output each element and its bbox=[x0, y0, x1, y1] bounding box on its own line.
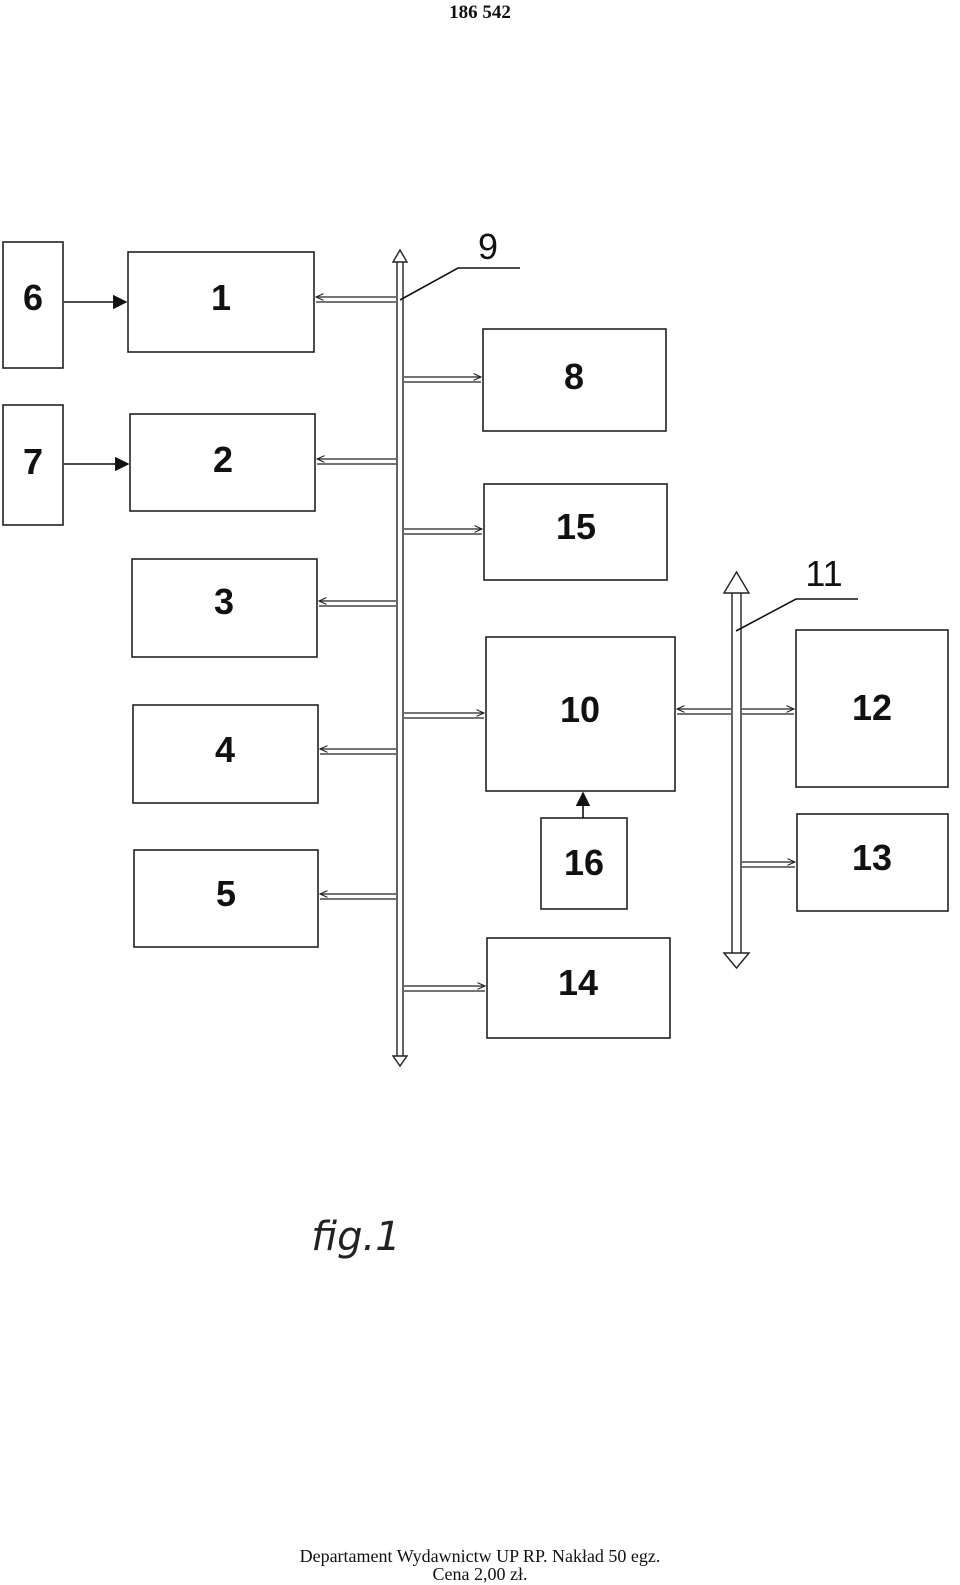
leader-11 bbox=[735, 598, 858, 632]
label-4: 4 bbox=[215, 729, 235, 770]
label-6: 6 bbox=[23, 277, 43, 318]
label-14: 14 bbox=[558, 962, 598, 1003]
box-3 bbox=[131, 558, 318, 658]
label-12: 12 bbox=[852, 687, 892, 728]
box-14 bbox=[486, 937, 671, 1039]
box-13 bbox=[796, 813, 949, 912]
box-7 bbox=[2, 404, 64, 526]
label-15: 15 bbox=[556, 506, 596, 547]
box-4 bbox=[132, 704, 319, 804]
label-5: 5 bbox=[216, 873, 236, 914]
label-13: 13 bbox=[852, 837, 892, 878]
box-16 bbox=[540, 817, 628, 910]
box-15 bbox=[483, 483, 668, 581]
label-8: 8 bbox=[564, 356, 584, 397]
box-6 bbox=[2, 241, 64, 369]
label-2: 2 bbox=[213, 439, 233, 480]
bus-11 bbox=[722, 570, 751, 970]
figure-caption: fig.1 bbox=[311, 1214, 400, 1260]
leader-9 bbox=[399, 267, 520, 301]
page-number: 186 542 bbox=[449, 2, 511, 23]
footer-publisher: Departament Wydawnictw UP RP. Nakład 50 … bbox=[299, 1546, 661, 1566]
label-16: 16 bbox=[564, 842, 604, 883]
box-2 bbox=[129, 413, 316, 512]
footer-price: Cena 2,00 zł. bbox=[432, 1564, 528, 1584]
label-bus-9: 9 bbox=[478, 226, 498, 267]
label-1: 1 bbox=[211, 277, 231, 318]
box-1 bbox=[127, 251, 315, 353]
box-5 bbox=[133, 849, 319, 948]
bus-9 bbox=[391, 248, 409, 1068]
label-10: 10 bbox=[560, 689, 600, 730]
box-8 bbox=[482, 328, 667, 432]
box-10 bbox=[485, 636, 676, 792]
label-bus-11: 11 bbox=[805, 553, 842, 594]
box-12 bbox=[795, 629, 949, 788]
label-3: 3 bbox=[214, 581, 234, 622]
label-7: 7 bbox=[23, 441, 43, 482]
